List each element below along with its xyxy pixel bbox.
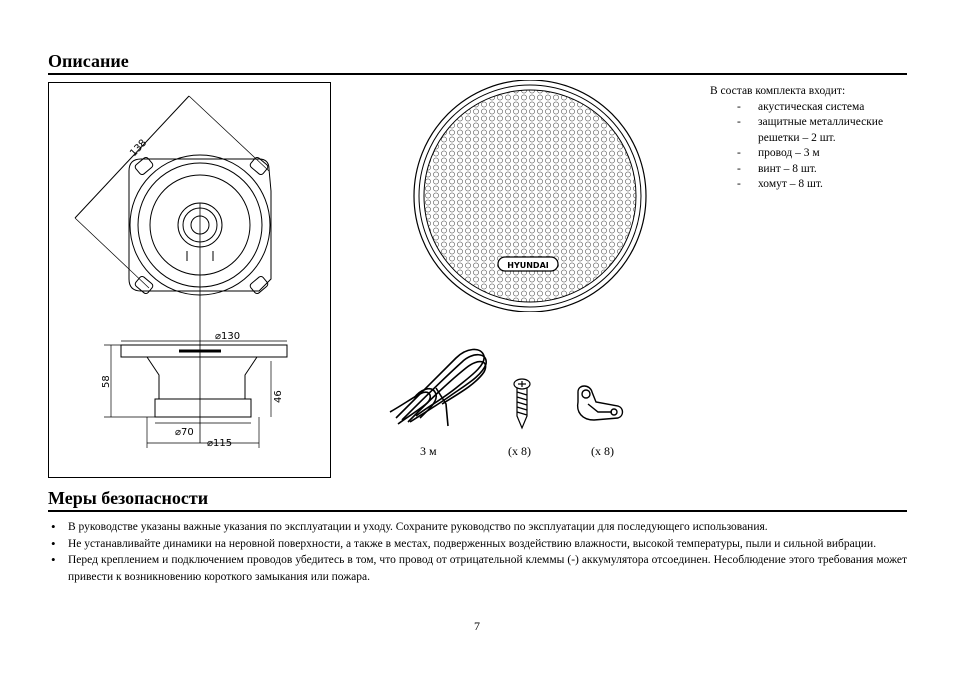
dim-mount-height: 46 [273, 390, 284, 403]
protective-grille-image: HYUNDAI [413, 80, 647, 312]
section-title-description: Описание [48, 51, 129, 71]
heading-rule [48, 510, 907, 512]
safety-item: Не устанавливайте динамики на неровной п… [48, 536, 907, 553]
section-title-safety: Меры безопасности [48, 488, 209, 508]
kit-item: акустическая система [710, 100, 910, 116]
cable-length-label: 3 м [420, 444, 437, 458]
speaker-dimension-drawing: 138 ⌀130 58 46 ⌀70 ⌀115 [74, 95, 288, 449]
kit-item: хомут – 8 шт. [710, 177, 910, 193]
safety-list: В руководстве указаны важные указания по… [48, 519, 907, 585]
clip-count-label: (x 8) [591, 444, 614, 458]
clip-icon [576, 385, 624, 421]
speaker-drawing: 138 ⌀130 58 46 ⌀70 ⌀115 [48, 82, 331, 478]
safety-item: В руководстве указаны важные указания по… [48, 519, 907, 536]
page-number: 7 [474, 619, 480, 633]
safety-item: Перед креплением и подключением проводов… [48, 552, 907, 585]
heading-rule [48, 73, 907, 75]
kit-item: винт – 8 шт. [710, 162, 910, 178]
kit-intro: В состав комплекта входит: [710, 85, 846, 97]
screw-icon [513, 378, 531, 430]
dim-magnet-diameter: ⌀70 [175, 427, 194, 438]
cable-coil-icon [389, 348, 487, 427]
screw-count-label: (x 8) [508, 444, 531, 458]
dim-outer-diameter: ⌀130 [215, 331, 240, 342]
brand-badge [497, 256, 559, 272]
kit-item: провод – 3 м [710, 146, 910, 162]
kit-list: акустическая система защитные металличес… [710, 100, 910, 193]
dim-diagonal: 138 [128, 138, 149, 159]
dim-base-diameter: ⌀115 [207, 438, 232, 449]
dim-total-height: 58 [101, 375, 112, 388]
brand-logo: HYUNDAI [507, 261, 549, 270]
kit-contents: В состав комплекта входит: акустическая … [710, 84, 910, 193]
kit-item: защитные металлические решетки – 2 шт. [710, 115, 910, 146]
